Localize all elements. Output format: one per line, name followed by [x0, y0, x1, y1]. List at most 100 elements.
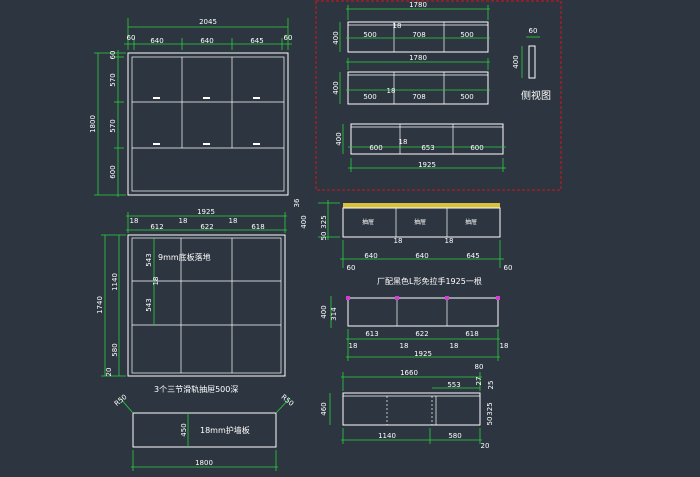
dim-plan-total: 1925	[414, 350, 432, 358]
drawer-note: 3个三节滑轨抽屉500深	[154, 384, 238, 394]
dim-low-b: 580	[448, 432, 461, 440]
drawer-label-1: 抽屉	[362, 218, 374, 226]
dim-top1-gap: 18	[393, 22, 402, 30]
dim-front-h-total: 1800	[89, 115, 97, 133]
top-views-frame	[315, 0, 562, 191]
dim-low-20: 20	[481, 442, 490, 450]
top-view-1: 1780 500 18 708 500 400	[332, 1, 490, 53]
dim-body-18: 18	[152, 277, 160, 286]
dim-low-80: 80	[475, 363, 484, 371]
dim-plan-g2: 18	[400, 342, 409, 350]
dim-top3-b: 653	[421, 144, 434, 152]
dim-body-h-bottom: 20	[105, 368, 113, 377]
dim-top3-gap: 18	[399, 138, 408, 146]
dim-low-h: 460	[320, 402, 328, 415]
dim-body-a: 612	[150, 223, 163, 231]
top3-outline	[350, 123, 504, 155]
dim-body-h-total: 1740	[96, 296, 104, 314]
dim-top1-a: 500	[363, 31, 376, 39]
plan-marker	[395, 296, 399, 300]
door-handle	[203, 97, 210, 99]
dim-plan-h-b: 314	[330, 307, 338, 321]
dim-body-gap3: 18	[229, 217, 238, 225]
front-frame-inner	[131, 56, 285, 192]
dim-drw-r: 60	[504, 264, 513, 272]
dim-low-553: 553	[447, 381, 460, 389]
body-elevation: 1925 18 612 18 622 18 618 1740 1140 580 …	[96, 208, 287, 394]
dim-front-total: 2045	[199, 18, 217, 26]
dim-plan-h-a: 400	[320, 305, 328, 318]
door-handle	[253, 97, 260, 99]
drawer-plan: 400 314 613 622 618 18 18 18 18 1925	[320, 296, 508, 361]
dim-side-w: 60	[529, 27, 538, 35]
dim-front-h-3: 600	[109, 165, 117, 178]
dim-front-l: 60	[127, 34, 136, 42]
low-outline	[342, 392, 481, 426]
dim-body-total: 1925	[197, 208, 215, 216]
front-frame-outer	[127, 52, 289, 196]
top1-outline	[347, 21, 489, 53]
guard-panel-label: 18mm护墙板	[200, 425, 250, 435]
drawer-elevation: 抽屉 抽屉 抽屉 36 400 325 50 18 18 640 640 645…	[293, 198, 512, 286]
dim-top1-b: 708	[412, 31, 425, 39]
dim-low-25: 25	[487, 381, 495, 390]
handle-strip	[343, 203, 500, 208]
guard-outline	[132, 412, 277, 448]
dim-top3-h: 400	[335, 132, 343, 145]
door-handle	[153, 143, 160, 145]
top2-outline	[347, 71, 489, 105]
dim-front-b: 640	[200, 37, 213, 45]
dim-plan-b: 622	[415, 330, 428, 338]
dim-drw-h-bot: 50	[320, 232, 328, 241]
floor-panel-note: 9mm底板落地	[158, 252, 211, 262]
dim-low-a: 1140	[378, 432, 396, 440]
dim-top2-b: 708	[412, 93, 425, 101]
leader-line	[275, 397, 291, 414]
drawer-label-2: 抽屉	[414, 218, 426, 226]
door-handle	[253, 143, 260, 145]
dim-top2-h: 400	[332, 81, 340, 94]
dim-front-r: 60	[284, 34, 293, 42]
side-view-outline	[528, 45, 536, 79]
dim-plan-c: 618	[465, 330, 478, 338]
low-unit: 1660 80 553 27 25 325 50 460 1140 580 20	[320, 363, 495, 450]
dim-front-h-top: 60	[109, 51, 117, 60]
dim-front-h-1: 570	[109, 73, 117, 86]
dim-body-543b: 543	[145, 298, 153, 311]
dim-top3-c: 600	[470, 144, 483, 152]
dim-side-h: 400	[512, 55, 520, 68]
dim-top2-gap: 18	[387, 87, 396, 95]
dim-front-a: 640	[150, 37, 163, 45]
leader-line	[119, 397, 134, 414]
dim-body-c: 618	[251, 223, 264, 231]
front-elevation: 2045 60 640 640 645 60 1800 60 570 570 6…	[89, 18, 292, 197]
drawer-label-3: 抽屉	[465, 218, 477, 226]
dim-drw-h-total: 400	[300, 215, 308, 228]
dim-top2-c: 500	[460, 93, 473, 101]
handle-note: 厂配黑色L形免拉手1925一根	[377, 276, 482, 286]
dim-front-h-2: 570	[109, 119, 117, 132]
door-handle	[203, 143, 210, 145]
plan-marker	[445, 296, 449, 300]
dim-low-27: 27	[475, 377, 483, 386]
plan-outline	[347, 297, 499, 327]
top-view-2: 1780 500 18 708 500 400	[332, 54, 490, 105]
dim-low-325: 325	[486, 402, 494, 415]
dim-top1-c: 500	[460, 31, 473, 39]
dim-plan-a: 613	[365, 330, 378, 338]
dim-drw-c: 645	[466, 252, 479, 260]
body-outline	[127, 234, 286, 377]
dim-top1-h: 400	[332, 31, 340, 44]
dim-guard-total: 1800	[195, 459, 213, 467]
plan-marker	[346, 296, 350, 300]
dim-body-gap2: 18	[179, 217, 188, 225]
dim-plan-g4: 18	[500, 342, 509, 350]
dim-drw-h-top: 36	[293, 198, 301, 207]
dim-body-h-2: 580	[111, 343, 119, 356]
drawer-outline	[342, 207, 501, 238]
dim-body-h-1: 1140	[111, 273, 119, 291]
dim-body-b: 622	[200, 223, 213, 231]
body-inner	[131, 237, 282, 374]
